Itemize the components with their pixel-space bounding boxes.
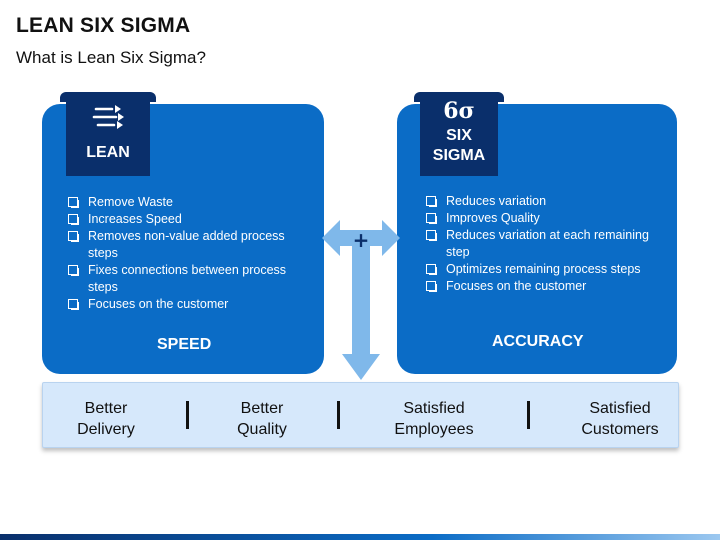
checkbox-icon [426,264,437,275]
list-item: Reduces variation [426,193,662,210]
checkbox-icon [426,196,437,207]
checkbox-icon [68,265,79,276]
lean-tab: LEAN [60,92,156,176]
double-arrow-icon [322,220,400,256]
six-sigma-tab-cap [414,92,504,102]
lean-list: Remove Waste Increases Speed Removes non… [68,194,308,313]
six-sigma-footer: ACCURACY [492,333,584,350]
list-item: Fixes connections between process steps [68,262,308,296]
list-item: Remove Waste [68,194,308,211]
connector-arrows: + [322,220,400,380]
list-item: Removes non-value added process steps [68,228,308,262]
sigma-symbol: 6σ [443,98,475,124]
six-sigma-tab: 6σ SIX SIGMA [414,92,504,176]
bottom-accent-strip [0,534,720,540]
lean-lines-icon [92,105,124,129]
divider [186,401,189,429]
lean-label: LEAN [86,144,130,161]
page-subtitle: What is Lean Six Sigma? [16,48,206,67]
list-item: Increases Speed [68,211,308,228]
divider [337,401,340,429]
list-item: Optimizes remaining process steps [426,261,662,278]
lean-footer: SPEED [157,336,212,353]
checkbox-icon [68,231,79,242]
list-item: Reduces variation at each remaining step [426,227,662,261]
checkbox-icon [426,213,437,224]
checkbox-icon [68,299,79,310]
checkbox-icon [426,230,437,241]
lean-tab-cap [60,92,156,102]
plus-sign: + [353,228,370,252]
down-arrow-icon [342,246,380,380]
list-item: Improves Quality [426,210,662,227]
checkbox-icon [68,214,79,225]
checkbox-icon [68,197,79,208]
checkbox-icon [426,281,437,292]
divider [527,401,530,429]
six-sigma-list: Reduces variation Improves Quality Reduc… [426,193,662,295]
page-title: LEAN SIX SIGMA [16,14,191,37]
list-item: Focuses on the customer [68,296,308,313]
six-sigma-label: SIX SIGMA [432,127,486,164]
list-item: Focuses on the customer [426,278,662,295]
